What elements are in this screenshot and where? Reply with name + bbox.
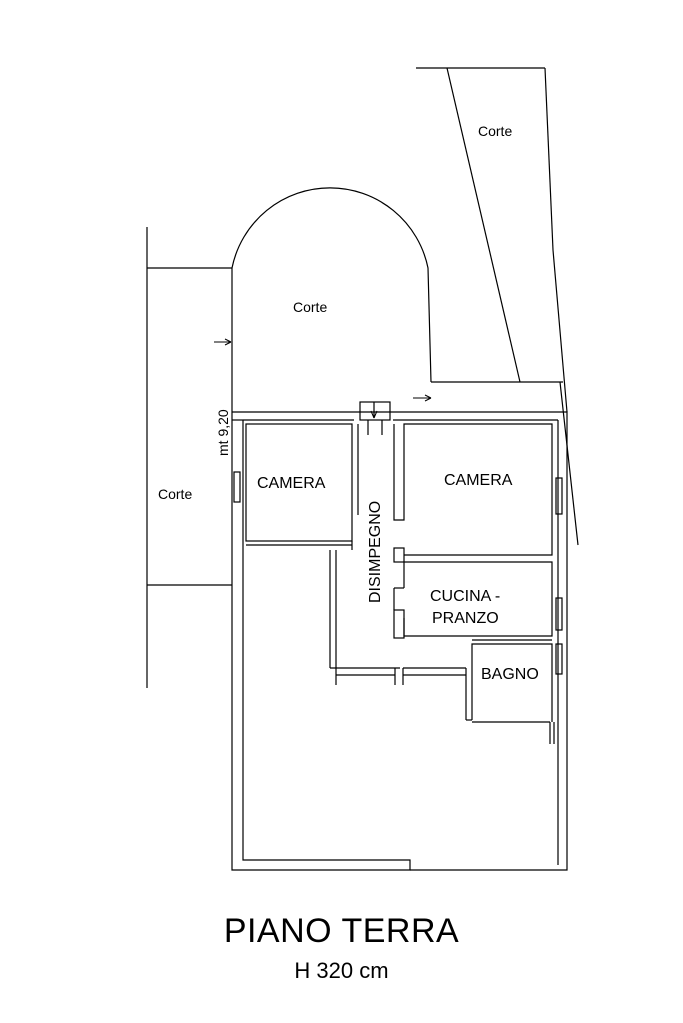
left-courtyard-outline (146, 227, 232, 688)
label-dimension: mt 9,20 (215, 409, 231, 456)
corridor-walls (329, 550, 555, 744)
floor-title: PIANO TERRA (223, 912, 460, 950)
label-disimpegno: DISIMPEGNO (367, 501, 384, 603)
label-cucina-line2: PRANZO (432, 610, 499, 627)
label-cucina-line1: CUCINA - (430, 588, 500, 605)
room-bagno (471, 639, 563, 722)
label-camera-left: CAMERA (257, 475, 326, 492)
label-bagno: BAGNO (481, 666, 539, 683)
room-camera-left (233, 423, 359, 550)
dimension-markers (214, 338, 432, 402)
room-camera-right (393, 423, 563, 563)
entrance (359, 401, 391, 435)
label-corte-top-right: Corte (478, 123, 512, 139)
label-corte-left: Corte (158, 486, 192, 502)
round-courtyard-outline (231, 187, 432, 383)
label-corte-center: Corte (293, 299, 327, 315)
room-cucina-pranzo (393, 561, 563, 639)
top-right-courtyard-outline (416, 67, 579, 546)
label-camera-right: CAMERA (444, 472, 513, 489)
building-outline (231, 268, 568, 871)
floor-height: H 320 cm (294, 958, 389, 983)
